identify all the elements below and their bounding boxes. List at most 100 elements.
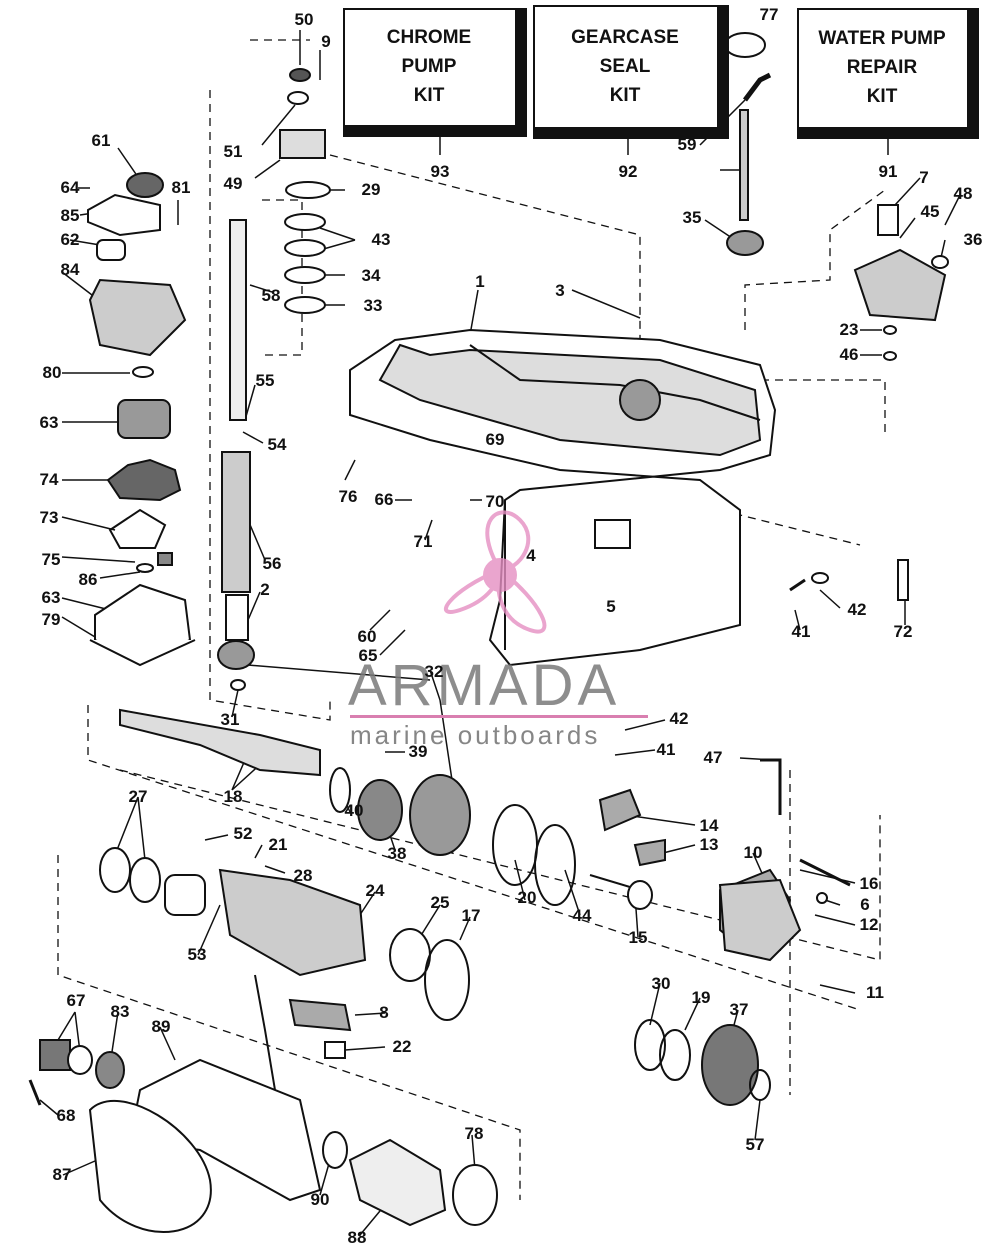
watermark-brand: ARMADA — [348, 653, 621, 718]
right-side-components — [598, 32, 949, 962]
part-callout: 51 — [223, 142, 243, 161]
part-callout: 78 — [464, 1124, 484, 1143]
part-callout: 63 — [41, 588, 61, 607]
part-callout: 38 — [387, 844, 407, 863]
part-callout: 53 — [187, 945, 207, 964]
part-callout: 72 — [893, 622, 913, 641]
part-callout: 16 — [859, 874, 879, 893]
part-callout: 60 — [357, 627, 377, 646]
part-callout: 31 — [220, 710, 240, 729]
part-callout: 59 — [677, 135, 697, 154]
part-callout: 68 — [56, 1106, 76, 1125]
part-callout: 5 — [606, 597, 616, 616]
part-callout: 34 — [361, 266, 381, 285]
part-callout: 87 — [52, 1165, 72, 1184]
part-callout: 79 — [41, 610, 61, 629]
kit-line: REPAIR — [846, 57, 918, 78]
part-callout: 66 — [374, 490, 394, 509]
part-callout: 42 — [669, 709, 689, 728]
part-callout: 48 — [953, 184, 973, 203]
part-callout: 88 — [347, 1228, 367, 1247]
part-callout: 12 — [859, 915, 879, 934]
kit-line: CHROME — [386, 27, 472, 48]
part-callout: 27 — [128, 787, 148, 806]
water-pump-assembly — [87, 172, 196, 667]
part-callout: 10 — [743, 843, 763, 862]
part-callout: 6 — [860, 895, 870, 914]
part-callout: 23 — [839, 320, 859, 339]
part-callout: 44 — [572, 906, 592, 925]
part-callout: 58 — [261, 286, 281, 305]
part-callout: 61 — [91, 131, 111, 150]
part-callout: 25 — [430, 893, 450, 912]
part-callout: 80 — [42, 363, 62, 382]
kit-number: 92 — [618, 162, 638, 181]
part-callout: 32 — [424, 662, 444, 681]
part-callout: 56 — [262, 554, 282, 573]
kit-line: KIT — [866, 86, 898, 107]
part-callout: 55 — [255, 371, 275, 390]
part-callout: 9 — [321, 32, 331, 51]
kit-line: KIT — [413, 85, 445, 106]
part-callout: 90 — [310, 1190, 330, 1209]
kit-box-chrome-pump: CHROME PUMP KIT — [343, 8, 527, 137]
part-callout: 54 — [267, 435, 287, 454]
kit-line: WATER PUMP — [818, 28, 946, 49]
part-callout: 41 — [791, 622, 811, 641]
part-callout: 41 — [656, 740, 676, 759]
part-callout: 1 — [475, 272, 485, 291]
watermark-divider — [350, 715, 648, 718]
kit-line: KIT — [609, 84, 641, 106]
driveshaft-assembly — [217, 68, 331, 691]
part-callout: 21 — [268, 835, 288, 854]
propeller — [88, 974, 498, 1233]
part-callout: 42 — [847, 600, 867, 619]
part-callout: 35 — [682, 208, 702, 227]
part-callout: 85 — [60, 206, 80, 225]
part-callout: 49 — [223, 174, 243, 193]
part-callout: 15 — [628, 928, 648, 947]
part-callout: 71 — [413, 532, 433, 551]
kit-line: PUMP — [401, 56, 457, 77]
part-callout: 2 — [260, 580, 270, 599]
watermark-logo — [444, 510, 547, 634]
part-callout: 50 — [294, 10, 314, 29]
part-callout: 7 — [919, 168, 929, 187]
part-callout: 43 — [371, 230, 391, 249]
kit-line: GEARCASE — [571, 26, 679, 48]
part-callout: 30 — [651, 974, 671, 993]
part-callout: 57 — [745, 1135, 765, 1154]
part-callout: 17 — [461, 906, 481, 925]
part-callout: 81 — [171, 178, 191, 197]
part-callout: 19 — [691, 988, 711, 1007]
part-callout: 77 — [759, 5, 779, 24]
part-callout: 29 — [361, 180, 381, 199]
part-callout: 46 — [839, 345, 859, 364]
part-callout: 76 — [338, 487, 358, 506]
part-callout: 89 — [151, 1017, 171, 1036]
part-callout: 84 — [60, 260, 80, 279]
part-callout: 69 — [485, 430, 505, 449]
kit-number: 93 — [430, 162, 450, 181]
part-callout: 36 — [963, 230, 983, 249]
part-callout: 40 — [344, 801, 364, 820]
part-callout: 4 — [526, 546, 536, 565]
part-callout: 83 — [110, 1002, 130, 1021]
part-callout: 37 — [729, 1000, 749, 1019]
part-callout: 24 — [365, 881, 385, 900]
part-callout: 63 — [39, 413, 59, 432]
part-callout: 67 — [66, 991, 86, 1010]
part-callout: 62 — [60, 230, 80, 249]
part-callout: 8 — [379, 1003, 389, 1022]
part-callout: 11 — [866, 983, 884, 1002]
part-callout: 28 — [293, 866, 313, 885]
part-callout: 39 — [408, 742, 428, 761]
part-callout: 45 — [920, 202, 940, 221]
part-callout: 75 — [41, 550, 61, 569]
part-callout: 14 — [699, 816, 719, 835]
kit-box-water-pump-repair: WATER PUMP REPAIR KIT — [797, 8, 979, 139]
part-callout: 33 — [363, 296, 383, 315]
part-callout: 70 — [485, 492, 505, 511]
part-callout: 22 — [392, 1037, 412, 1056]
